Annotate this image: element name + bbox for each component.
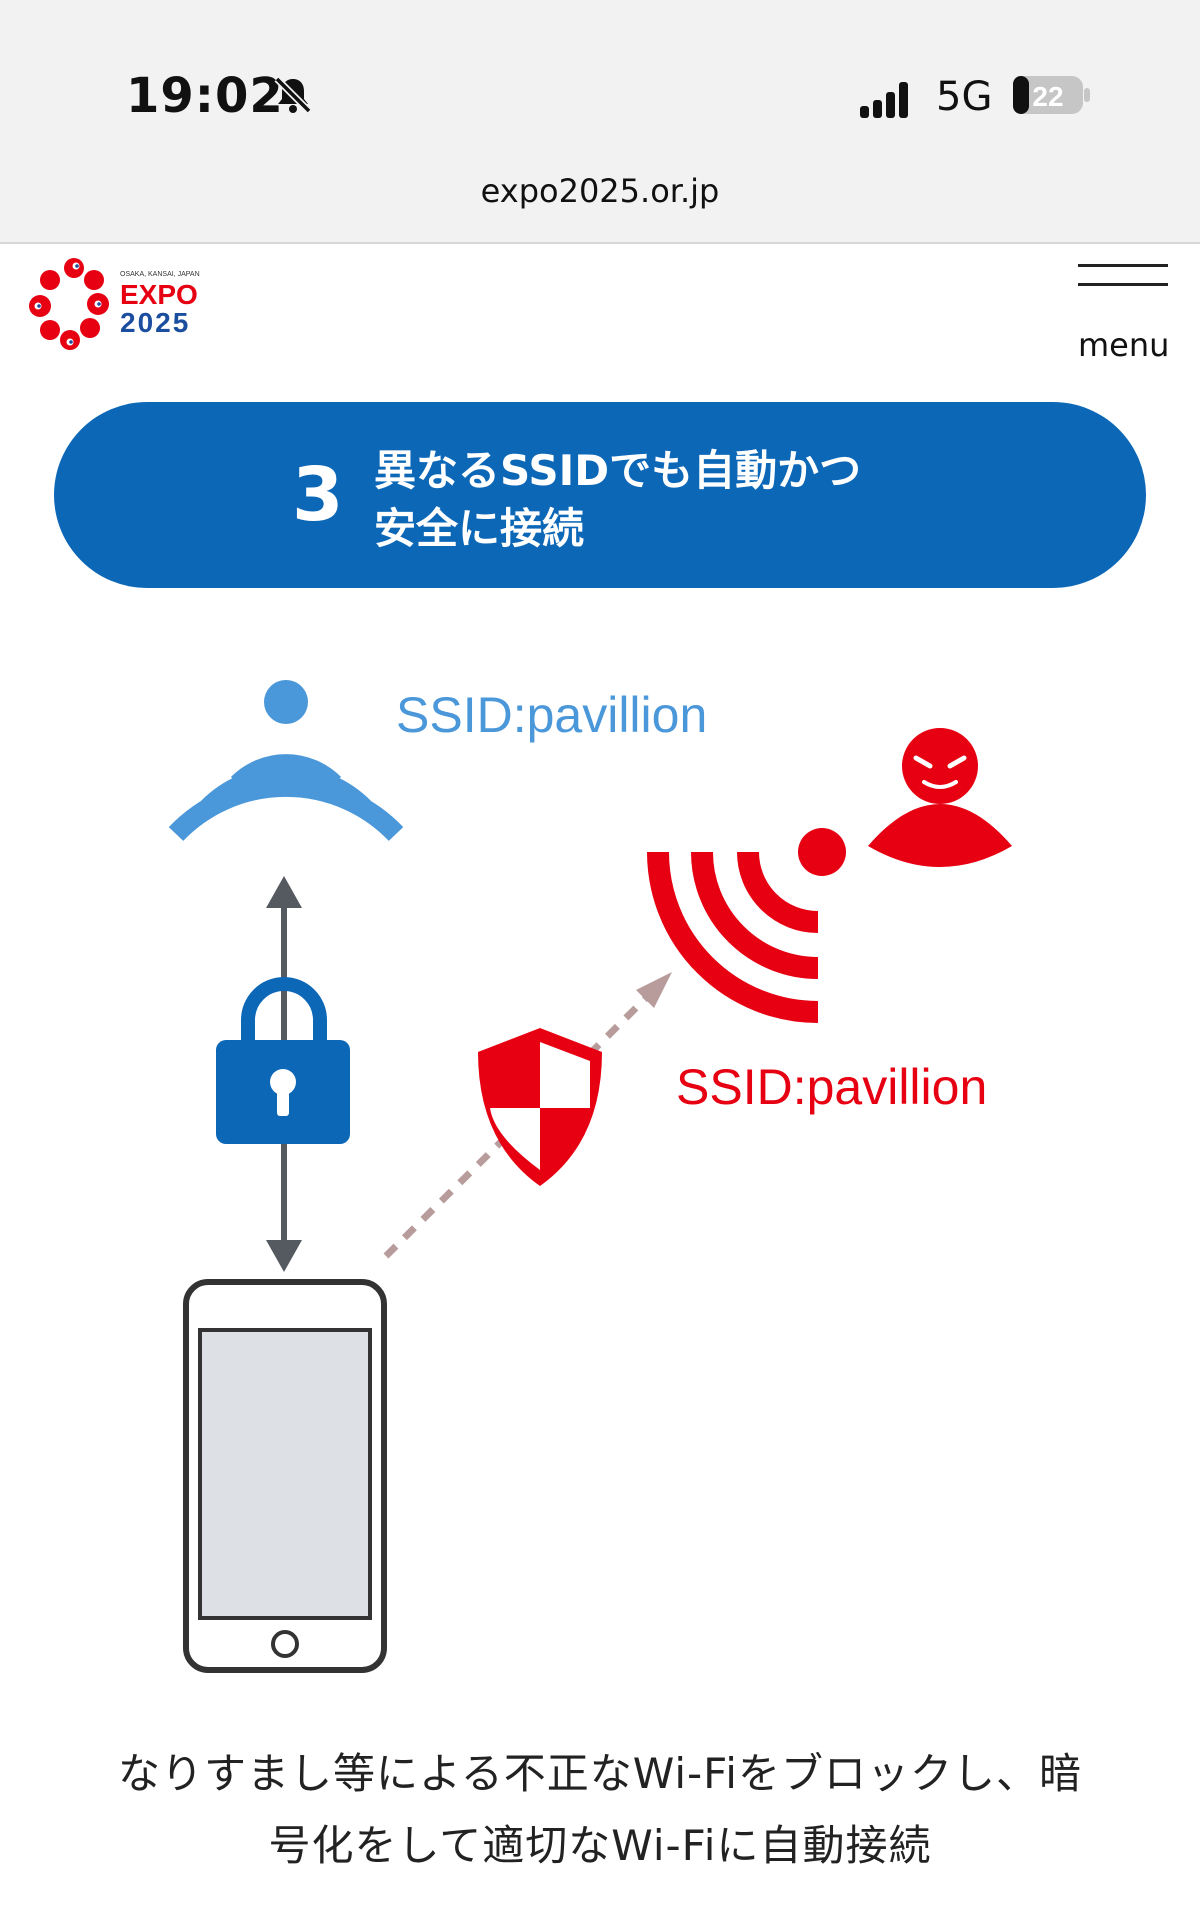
wifi-blue-icon — [168, 680, 404, 841]
step-title: 異なるSSIDでも自動かつ 安全に接続 — [374, 442, 1014, 558]
signal-icon — [860, 82, 908, 118]
bell-muted-icon — [274, 76, 312, 114]
shield-icon — [478, 1028, 602, 1186]
myaku-myaku-icon — [29, 258, 109, 350]
status-bar: 19:02 5G 22 expo2025.or.jp — [0, 0, 1200, 244]
caption-line2: 号化をして適切なWi-Fiに自動接続 — [268, 1821, 932, 1870]
step-banner: 3 異なるSSIDでも自動かつ 安全に接続 — [54, 402, 1146, 588]
caption-line1: なりすまし等による不正なWi-Fiをブロックし、暗 — [118, 1749, 1082, 1798]
menu-label: menu — [1078, 326, 1170, 364]
logo-tagline: OSAKA, KANSAI, JAPAN — [120, 271, 200, 278]
expo2025-logo[interactable]: OSAKA, KANSAI, JAPAN EXPO 2025 — [28, 254, 228, 354]
hamburger-icon — [1078, 264, 1172, 286]
menu-button[interactable]: menu — [1078, 264, 1172, 364]
status-time: 19:02 — [126, 68, 284, 124]
wifi-red-icon — [647, 828, 846, 1023]
logo-expo: EXPO — [120, 279, 198, 310]
rogue-ssid-label: SSID:pavillion — [676, 1059, 987, 1115]
step-title-line2: 安全に接続 — [374, 504, 585, 553]
wifi-diagram: SSID:pavillion SSID:pavillion — [168, 680, 1012, 1673]
logo-year: 2025 — [120, 307, 190, 338]
attacker-icon — [868, 728, 1012, 867]
address-bar-url[interactable]: expo2025.or.jp — [480, 172, 720, 210]
step-title-line1: 異なるSSIDでも自動かつ — [374, 446, 862, 495]
battery-icon: 22 — [1013, 76, 1090, 114]
smartphone-icon — [183, 1279, 387, 1673]
legit-ssid-label: SSID:pavillion — [396, 687, 707, 743]
network-type: 5G — [936, 74, 993, 120]
step-number: 3 — [292, 452, 344, 538]
lock-icon — [216, 977, 350, 1144]
battery-level: 22 — [1032, 81, 1063, 112]
caption: なりすまし等による不正なWi-Fiをブロックし、暗 号化をして適切なWi-Fiに… — [40, 1738, 1160, 1882]
site-header: OSAKA, KANSAI, JAPAN EXPO 2025 menu — [0, 244, 1200, 364]
